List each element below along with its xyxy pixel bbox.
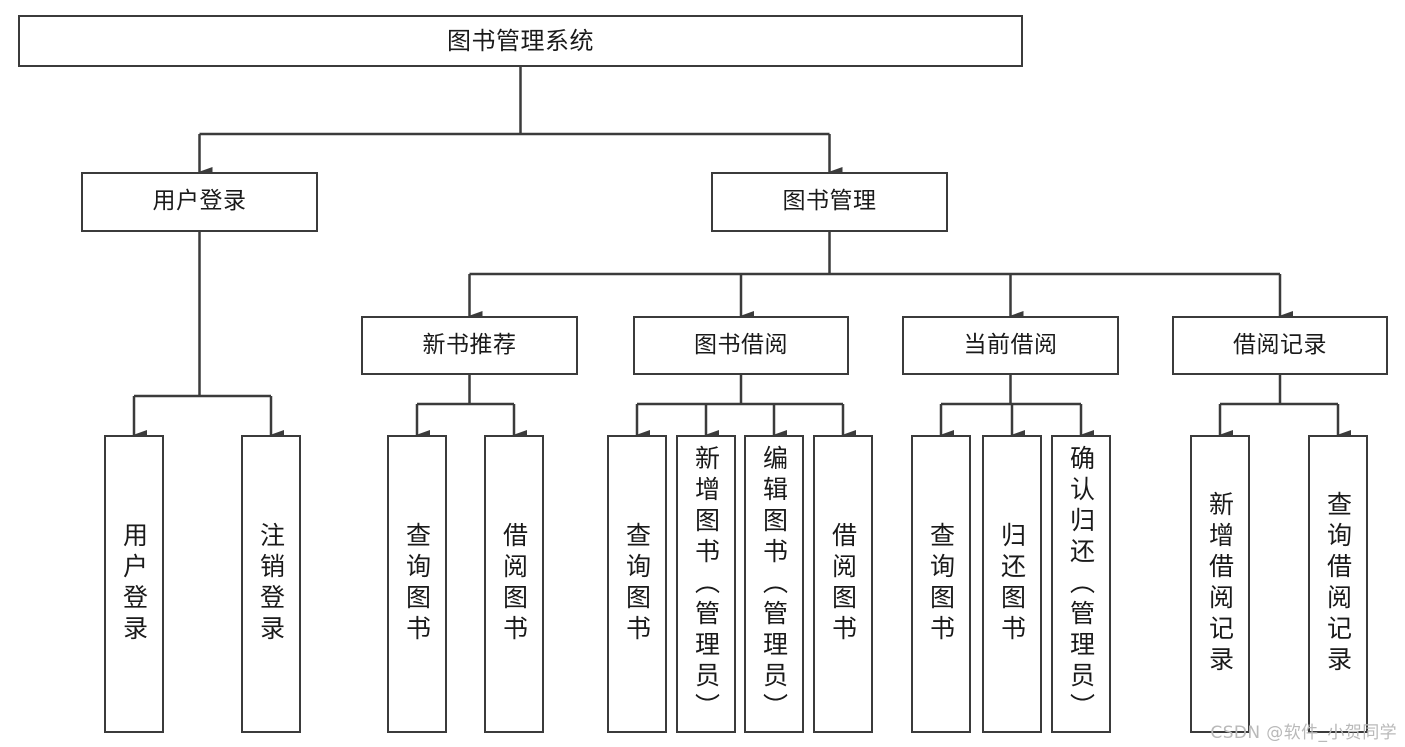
node-label: 注销登录	[256, 522, 286, 646]
node-label: 查询图书	[622, 522, 652, 646]
node-l-queryrec[interactable]: 查询借阅记录	[1308, 435, 1368, 733]
node-label: 借阅图书	[828, 522, 858, 646]
node-label: 查询借阅记录	[1323, 491, 1353, 677]
node-l-borrow1[interactable]: 借阅图书	[484, 435, 544, 733]
node-borrow[interactable]: 图书借阅	[633, 316, 849, 375]
node-label: 借阅记录	[1233, 331, 1327, 358]
node-label: 用户登录	[152, 188, 247, 215]
node-l-query1[interactable]: 查询图书	[387, 435, 447, 733]
node-bookmgmt[interactable]: 图书管理	[711, 172, 948, 232]
node-label: 归还图书	[997, 522, 1027, 646]
node-root[interactable]: 图书管理系统	[18, 15, 1023, 67]
node-label: 查询图书	[926, 522, 956, 646]
watermark-label: CSDN @软件_小贺同学	[1210, 723, 1397, 743]
node-label: 借阅图书	[499, 522, 529, 646]
node-login[interactable]: 用户登录	[81, 172, 318, 232]
node-label: 新增图书（管理员）	[691, 444, 721, 724]
node-label: 当前借阅	[963, 331, 1058, 358]
node-label: 用户登录	[119, 522, 149, 646]
node-label: 图书管理系统	[447, 26, 594, 55]
node-l-query3[interactable]: 查询图书	[911, 435, 971, 733]
node-label: 图书管理	[782, 188, 877, 215]
node-label: 查询图书	[402, 522, 432, 646]
node-current[interactable]: 当前借阅	[902, 316, 1119, 375]
node-l-addrec[interactable]: 新增借阅记录	[1190, 435, 1250, 733]
node-label: 图书借阅	[694, 331, 788, 358]
node-label: 新书推荐	[422, 331, 517, 358]
node-l-add[interactable]: 新增图书（管理员）	[676, 435, 736, 733]
node-l-edit[interactable]: 编辑图书（管理员）	[744, 435, 804, 733]
node-newrec[interactable]: 新书推荐	[361, 316, 578, 375]
node-l-logout[interactable]: 注销登录	[241, 435, 301, 733]
node-label: 确认归还（管理员）	[1066, 444, 1096, 724]
edge-group	[132, 67, 1351, 440]
node-l-login[interactable]: 用户登录	[104, 435, 164, 733]
node-records[interactable]: 借阅记录	[1172, 316, 1388, 375]
node-l-borrow2[interactable]: 借阅图书	[813, 435, 873, 733]
node-l-query2[interactable]: 查询图书	[607, 435, 667, 733]
node-l-confirm[interactable]: 确认归还（管理员）	[1051, 435, 1111, 733]
node-label: 新增借阅记录	[1205, 491, 1235, 677]
node-label: 编辑图书（管理员）	[759, 444, 789, 724]
node-l-return[interactable]: 归还图书	[982, 435, 1042, 733]
